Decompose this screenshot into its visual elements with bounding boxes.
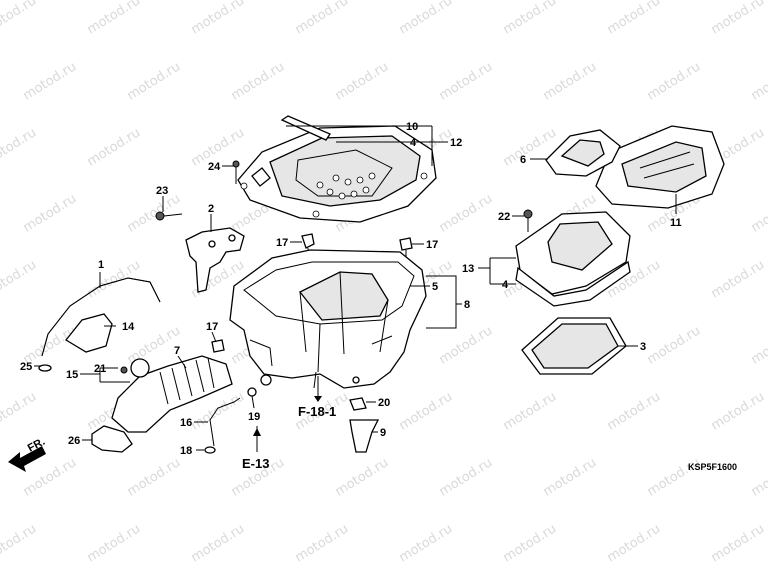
callout-17-right: 17 [426, 239, 438, 251]
callout-20: 20 [378, 397, 390, 409]
callout-26: 26 [68, 435, 80, 447]
bolt-17-lower [211, 339, 225, 353]
bolt-22 [523, 209, 533, 232]
callout-4-right: 4 [502, 279, 509, 291]
callout-11: 11 [670, 217, 682, 229]
callout-22: 22 [498, 211, 510, 223]
air-cleaner-case [229, 249, 427, 389]
front-direction-arrow [8, 446, 46, 472]
drain-plug [349, 419, 380, 453]
callout-14: 14 [122, 321, 135, 333]
cover-strap [280, 115, 331, 141]
tube-clip [38, 364, 52, 372]
callout-4-top: 4 [410, 137, 417, 149]
screw-21 [120, 366, 128, 374]
bolt-24 [232, 160, 240, 184]
callout-9: 9 [380, 427, 386, 439]
callout-15: 15 [66, 369, 78, 381]
air-cleaner-cover-top [237, 125, 437, 223]
diagram-code: KSP5F1600 [688, 462, 737, 472]
mounting-bracket [185, 227, 245, 293]
callout-6: 6 [520, 154, 526, 166]
callout-17-upper: 17 [276, 237, 288, 249]
bolt-17-right [399, 237, 413, 262]
bracket-hole [208, 240, 216, 248]
callout-3: 3 [640, 341, 646, 353]
bracket-hole [228, 234, 236, 242]
air-cleaner-element [521, 317, 627, 375]
breather-hose [209, 397, 241, 447]
callout-7: 7 [174, 345, 180, 357]
intake-duct [595, 125, 725, 209]
callout-10: 10 [406, 121, 418, 133]
reference-arrowheads [253, 396, 322, 436]
callout-17-lower: 17 [206, 321, 218, 333]
intake-tube [111, 355, 233, 433]
callout-1: 1 [98, 259, 104, 271]
tube-band [91, 425, 133, 453]
callout-13: 13 [462, 263, 474, 275]
drain-cap [65, 313, 113, 353]
bolt-23 [155, 211, 183, 221]
callout-12: 12 [450, 137, 462, 149]
callout-24: 24 [208, 161, 221, 173]
callout-23: 23 [156, 185, 168, 197]
callout-8: 8 [464, 299, 470, 311]
nut-20 [349, 397, 367, 411]
hose-clip [204, 446, 216, 454]
callout-labels: 1 2 3 4 4 5 6 7 8 9 10 11 12 13 14 15 16… [20, 121, 682, 457]
callout-16: 16 [180, 417, 192, 429]
callout-19: 19 [248, 411, 260, 423]
callout-5: 5 [432, 281, 438, 293]
callout-18: 18 [180, 445, 192, 457]
element-cover [515, 211, 631, 307]
callout-25: 25 [20, 361, 32, 373]
reference-f-18-1: F-18-1 [298, 404, 336, 419]
hose-clip-19 [247, 387, 257, 397]
reference-e-13: E-13 [242, 456, 269, 471]
callout-2: 2 [208, 203, 214, 215]
duct-cover [545, 129, 621, 177]
leader-lines [34, 125, 677, 452]
callout-21: 21 [94, 363, 106, 375]
